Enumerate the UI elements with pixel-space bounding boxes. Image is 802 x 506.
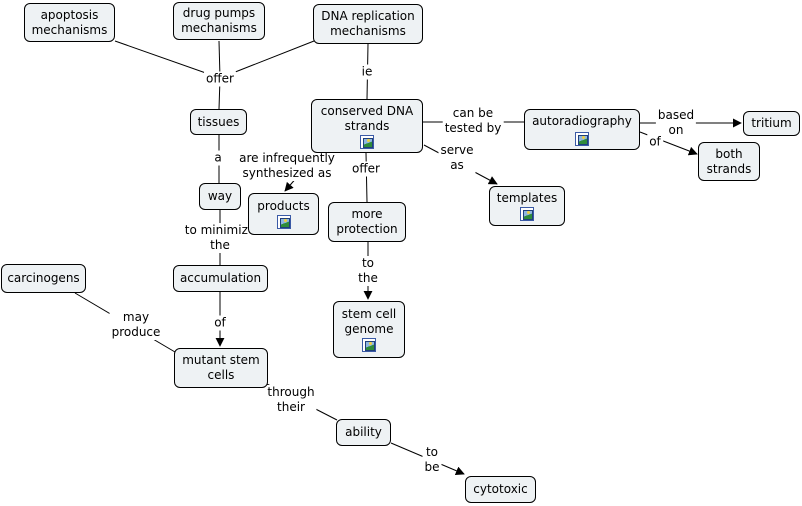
concept-label: cytotoxic — [473, 482, 528, 496]
link-label-ie: ie — [359, 64, 375, 80]
concept-label: drug pumps mechanisms — [181, 6, 257, 35]
link-label-serve-as: serve as — [438, 143, 476, 173]
concept-mutant-stem-cells[interactable]: mutant stem cells — [174, 348, 268, 388]
concept-conserved-dna-strands[interactable]: conserved DNA strands — [311, 99, 423, 153]
link-label-to-be: to be — [422, 445, 442, 475]
concept-more-protection[interactable]: more protection — [328, 202, 406, 242]
link-label-can-be-tested-by: can be tested by — [442, 106, 504, 136]
link-label-based-on: based on — [655, 108, 697, 138]
concept-stem-cell-genome[interactable]: stem cell genome — [333, 301, 405, 358]
concept-cytotoxic[interactable]: cytotoxic — [465, 476, 536, 503]
link-label-to-the: to the — [356, 256, 380, 286]
concept-autoradiography[interactable]: autoradiography — [524, 109, 640, 150]
concept-drug-pumps-mechanisms[interactable]: drug pumps mechanisms — [173, 2, 265, 40]
link-label-offer-protection: offer — [350, 161, 382, 177]
concept-dna-replication-mechanisms[interactable]: DNA replication mechanisms — [313, 4, 423, 44]
concept-carcinogens[interactable]: carcinogens — [1, 264, 86, 293]
concept-apoptosis-mechanisms[interactable]: apoptosis mechanisms — [24, 3, 115, 42]
concept-tritium[interactable]: tritium — [743, 111, 800, 136]
link-label-to-minimize: to minimize the — [182, 223, 258, 253]
concept-label: tissues — [197, 114, 240, 129]
concept-label: stem cell genome — [341, 307, 397, 336]
concept-label: DNA replication mechanisms — [321, 9, 415, 38]
concept-label: accumulation — [179, 271, 262, 285]
image-resource-icon[interactable] — [575, 132, 589, 146]
concept-label: apoptosis mechanisms — [31, 7, 108, 37]
concept-label: carcinogens — [7, 271, 80, 285]
image-resource-icon[interactable] — [360, 134, 374, 149]
image-resource-icon[interactable] — [520, 207, 534, 221]
link-label-of-accumulation: of — [212, 315, 228, 331]
link-label-a: a — [212, 150, 224, 166]
concept-products[interactable]: products — [248, 193, 319, 235]
concept-label: way — [207, 189, 233, 203]
link-label-through-their: through their — [265, 385, 317, 415]
concept-label: templates — [496, 191, 558, 205]
concept-templates[interactable]: templates — [489, 186, 565, 226]
concept-label: products — [257, 199, 310, 213]
concept-label: ability — [345, 425, 382, 439]
concept-way[interactable]: way — [199, 183, 241, 210]
concept-label: tritium — [751, 116, 792, 130]
link-label-are-infrequently: are infrequently synthesized as — [237, 151, 337, 181]
concept-label: mutant stem cells — [182, 353, 260, 382]
concept-accumulation[interactable]: accumulation — [173, 265, 268, 292]
image-resource-icon[interactable] — [362, 338, 376, 352]
concept-label: conserved DNA strands — [320, 103, 414, 133]
concept-label: autoradiography — [532, 114, 632, 128]
link-label-offer: offer — [204, 71, 236, 87]
concept-ability[interactable]: ability — [336, 419, 391, 446]
link-label-may-produce: may produce — [109, 310, 163, 340]
concept-tissues[interactable]: tissues — [190, 109, 247, 135]
link-label-of-strands: of — [647, 134, 663, 150]
image-resource-icon[interactable] — [276, 215, 291, 229]
concept-label: both strands — [706, 146, 752, 176]
concept-both-strands[interactable]: both strands — [698, 142, 760, 181]
concept-label: more protection — [336, 207, 398, 236]
